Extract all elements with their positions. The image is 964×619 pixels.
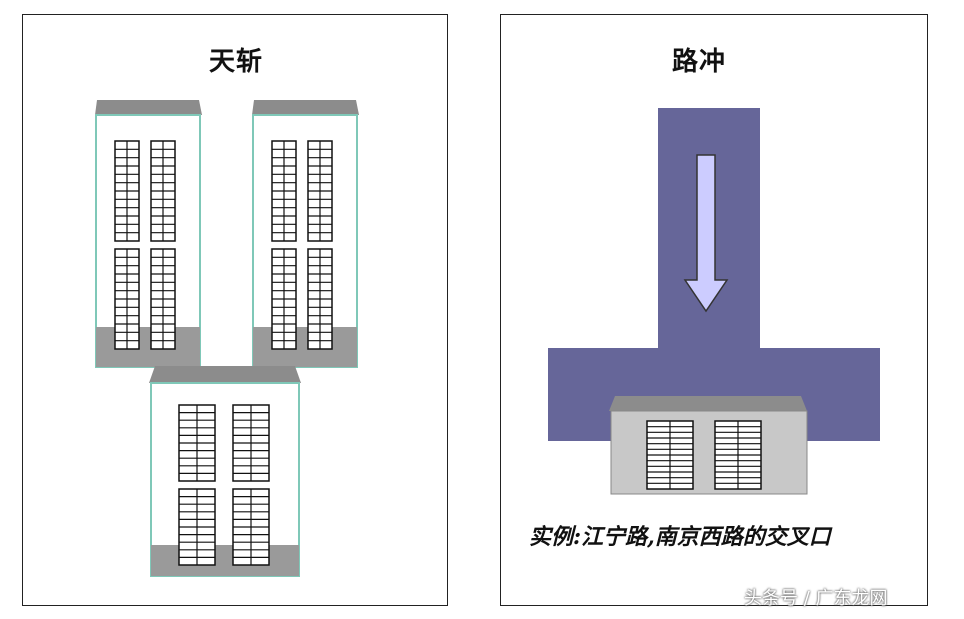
building-window-grids: [646, 420, 762, 490]
window-grid: [271, 248, 297, 350]
luchong-title: 路冲: [671, 47, 727, 77]
window-grid: [178, 488, 216, 566]
window-grid: [150, 140, 176, 242]
window-grid: [114, 248, 140, 350]
tianzhan-title: 天斩: [208, 47, 264, 77]
intersection-building: [609, 396, 808, 495]
down-arrow-icon: [683, 154, 729, 313]
window-grid: [150, 248, 176, 350]
window-grid: [307, 140, 333, 242]
window-grid: [232, 488, 270, 566]
luchong-diagram: [548, 108, 880, 495]
window-grid: [178, 404, 216, 482]
window-grid: [714, 420, 762, 490]
example-caption: 实例:江宁路,南京西路的交叉口: [529, 524, 831, 550]
tower-left: [95, 100, 202, 368]
window-grid: [114, 140, 140, 242]
watermark: 头条号 / 广东龙网: [744, 588, 888, 609]
tower-right: [252, 100, 359, 368]
window-grid: [232, 404, 270, 482]
window-grids: [114, 140, 333, 566]
window-grid: [307, 248, 333, 350]
luchong-panel: 路冲 实例:江宁路,南京西路的交叉口: [500, 14, 928, 606]
window-grid: [646, 420, 694, 490]
tianzhan-diagram: [95, 100, 359, 577]
front-building: [149, 366, 301, 577]
tianzhan-panel: 天斩: [22, 14, 448, 606]
window-grid: [271, 140, 297, 242]
